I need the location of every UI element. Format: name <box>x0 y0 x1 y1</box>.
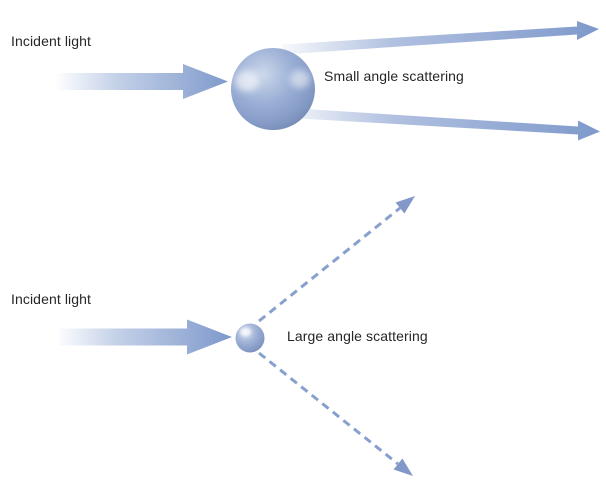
small-angle-panel <box>55 21 600 141</box>
incident-light-arrow <box>58 319 232 355</box>
incident-light-label-bottom: Incident light <box>11 291 92 307</box>
small-angle-scattering-label: Small angle scattering <box>324 68 464 84</box>
dashed-ray-up-arrowhead <box>395 196 415 214</box>
small-particle-sphere <box>235 323 265 353</box>
large-angle-panel <box>58 196 415 476</box>
incident-light-label-top: Incident light <box>11 33 92 49</box>
dashed-ray-up <box>258 206 401 323</box>
large-particle-sphere <box>231 48 315 130</box>
scattered-beam-up-arrow <box>282 21 599 55</box>
dashed-ray-down <box>258 351 399 466</box>
incident-light-arrow <box>55 64 228 99</box>
scattered-beam-down-arrow <box>282 107 600 141</box>
dashed-ray-down-arrowhead <box>393 458 413 476</box>
large-angle-scattering-label: Large angle scattering <box>287 328 428 344</box>
